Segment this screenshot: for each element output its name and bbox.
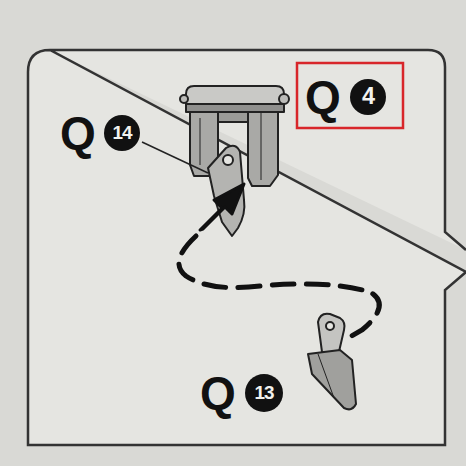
insert-arrow (200, 184, 244, 230)
part-letter: Q (200, 370, 236, 416)
dashed-path (179, 236, 379, 338)
leader-line (142, 142, 208, 173)
callout-number: 4 (350, 79, 386, 115)
small-part (308, 314, 356, 410)
part-letter: Q (60, 110, 96, 156)
highlight-box (297, 63, 403, 128)
callout-number: 13 (245, 374, 283, 412)
callout-number: 14 (104, 115, 140, 151)
part-letter: Q (305, 74, 341, 120)
step-panel (28, 50, 466, 445)
